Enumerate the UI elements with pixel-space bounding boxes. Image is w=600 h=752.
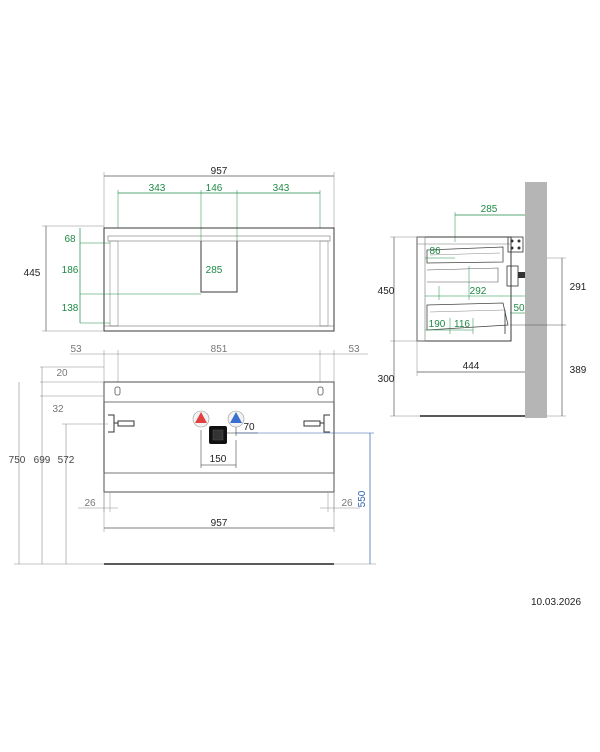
dim-side-50: 50 — [513, 303, 525, 314]
dim-h550: 550 — [357, 490, 368, 507]
front-top-view: 957 343 146 343 285 445 68 186 138 — [24, 166, 335, 332]
dim-side-116: 116 — [454, 319, 470, 330]
dim-left-margin: 53 — [70, 344, 82, 355]
dim-h138: 138 — [62, 303, 79, 314]
drawing-date: 10.03.2026 — [531, 597, 582, 608]
dim-side-190: 190 — [429, 319, 446, 330]
bracket-left — [108, 414, 135, 433]
dim-side-444: 444 — [463, 361, 480, 372]
drain-icon — [209, 426, 227, 444]
dim-right26: 26 — [341, 498, 353, 509]
dim-side-450: 450 — [378, 286, 395, 297]
dim-h68: 68 — [64, 234, 76, 245]
wall — [525, 182, 547, 418]
dim-cutout: 285 — [206, 265, 223, 276]
dim-h699: 699 — [34, 455, 51, 466]
dim-span: 851 — [211, 344, 228, 355]
dim-w150: 150 — [210, 454, 227, 465]
dim-side-292: 292 — [470, 286, 487, 297]
hot-water-icon — [192, 410, 210, 428]
dim-top-left: 343 — [149, 183, 166, 194]
dim-left26: 26 — [84, 498, 96, 509]
dim-top-overall: 957 — [211, 166, 228, 177]
dim-top-right: 343 — [273, 183, 290, 194]
front-bottom-view: 53 851 53 — [9, 344, 376, 565]
dim-right-margin: 53 — [348, 344, 360, 355]
dim-side-291: 291 — [570, 282, 587, 293]
dim-side-86: 86 — [429, 246, 441, 257]
dim-side-285: 285 — [481, 204, 498, 215]
dim-side-300: 300 — [378, 374, 395, 385]
bracket-right — [303, 414, 330, 433]
dim-top-center: 146 — [206, 183, 223, 194]
dim-top-height: 445 — [24, 268, 41, 279]
dim-offset70: 70 — [243, 422, 255, 433]
dim-h750: 750 — [9, 455, 26, 466]
cold-water-icon — [227, 410, 245, 428]
dim-h572: 572 — [58, 455, 75, 466]
dim-h186: 186 — [62, 265, 79, 276]
side-view: 285 86 292 50 190 116 — [378, 182, 587, 418]
dim-side-389: 389 — [570, 365, 587, 376]
dim-h20: 20 — [56, 368, 68, 379]
dim-h32: 32 — [52, 404, 64, 415]
dim-bottom-width: 957 — [211, 518, 228, 529]
